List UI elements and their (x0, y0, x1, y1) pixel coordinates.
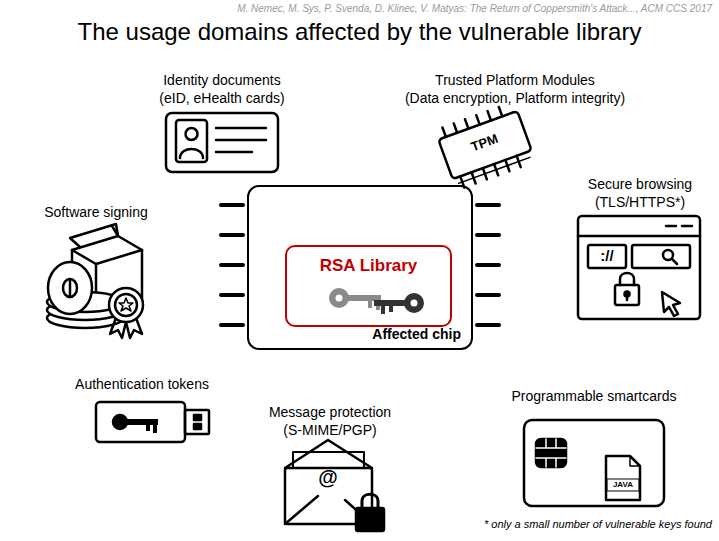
domain-label: Software signing (44, 204, 148, 220)
browser-icon (578, 216, 700, 319)
id-card-icon (166, 113, 278, 172)
domain-label: Message protection (269, 404, 391, 420)
domain-label: Programmable smartcards (512, 388, 677, 404)
chip-label: Affected chip (372, 326, 461, 342)
domain-subtitle: (Data encryption, Platform integrity) (405, 90, 625, 106)
domain-subtitle: (S-MIME/PGP) (283, 422, 376, 438)
usb-token-icon (96, 402, 209, 442)
library-label: RSA Library (287, 256, 450, 276)
footnote: * only a small number of vulnerable keys… (484, 518, 712, 531)
tpm-chip-icon (435, 102, 536, 191)
domain-label: Trusted Platform Modules (435, 72, 595, 88)
keys-icon (329, 288, 424, 314)
icon-text: :// (600, 247, 613, 264)
chip-box: Affected chip RSA Library (247, 185, 473, 350)
software-box-icon (47, 224, 143, 338)
smartcard-icon (524, 420, 664, 506)
icon-text: @ (318, 466, 338, 489)
icon-text: JAVA (613, 480, 633, 489)
domain-label: Authentication tokens (75, 376, 209, 392)
domain-subtitle: (TLS/HTTPS*) (595, 194, 685, 210)
domain-subtitle: (eID, eHealth cards) (159, 90, 284, 106)
envelope-icon (285, 440, 384, 531)
library-box: RSA Library (285, 245, 452, 327)
citation: M. Nemec, M. Sys, P. Svenda, D. Klinec, … (237, 3, 712, 15)
domain-label: Identity documents (163, 72, 281, 88)
domain-label: Secure browsing (588, 176, 692, 192)
slide-title: The usage domains affected by the vulner… (0, 18, 719, 46)
chip-pins (221, 205, 499, 325)
